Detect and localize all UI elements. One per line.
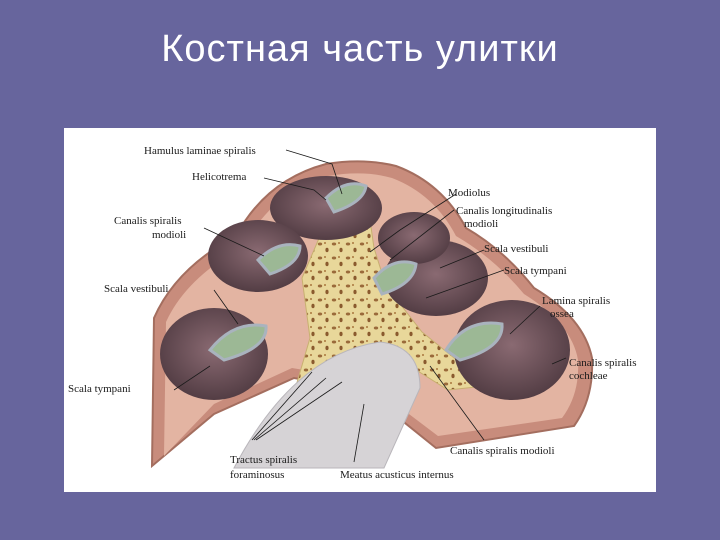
label-lamina-2: ossea <box>550 308 574 320</box>
label-tractus-2: foraminosus <box>230 469 284 481</box>
label-scala-vestibuli-left: Scala vestibuli <box>104 283 168 295</box>
leader-lines <box>173 149 567 463</box>
label-hamulus: Hamulus laminae spiralis <box>144 145 256 157</box>
lamina-lower-right <box>443 321 504 362</box>
label-canalis-long-2: modioli <box>464 218 498 230</box>
label-lamina-1: Lamina spiralis <box>542 295 610 307</box>
label-canalis-cochleae-2: cochleae <box>569 370 608 382</box>
cochlea-figure: Hamulus laminae spiralis Helicotrema Mod… <box>64 128 656 492</box>
label-canalis-spiralis-modioli-2: modioli <box>152 229 186 241</box>
label-canalis-spiralis-modioli-bottom: Canalis spiralis modioli <box>450 445 555 457</box>
label-scala-tympani-top: Scala tympani <box>504 265 567 277</box>
lamina-mid-right <box>372 260 418 296</box>
label-scala-tympani-left: Scala tympani <box>68 383 131 395</box>
cavity-upper-right <box>378 212 450 264</box>
label-canalis-cochleae-1: Canalis spiralis <box>569 357 637 369</box>
label-canalis-long-1: Canalis longitudinalis <box>456 205 552 217</box>
lamina-mid-left <box>255 243 302 276</box>
cochlea-diagram: Hamulus laminae spiralis Helicotrema Mod… <box>68 145 637 481</box>
label-scala-vestibuli-top: Scala vestibuli <box>484 243 548 255</box>
label-modiolus: Modiolus <box>448 187 490 199</box>
label-canalis-spiralis-modioli-1: Canalis spiralis <box>114 215 182 227</box>
meatus-opening <box>233 341 421 469</box>
slide-title: Костная часть улитки <box>161 28 559 70</box>
lamina-apex <box>324 182 368 214</box>
label-meatus: Meatus acusticus internus <box>340 469 454 481</box>
cavity-mid-left <box>208 220 308 292</box>
label-tractus-1: Tractus spiralis <box>230 454 297 466</box>
label-helicotrema: Helicotrema <box>192 171 246 183</box>
lamina-lower-left <box>207 323 268 362</box>
